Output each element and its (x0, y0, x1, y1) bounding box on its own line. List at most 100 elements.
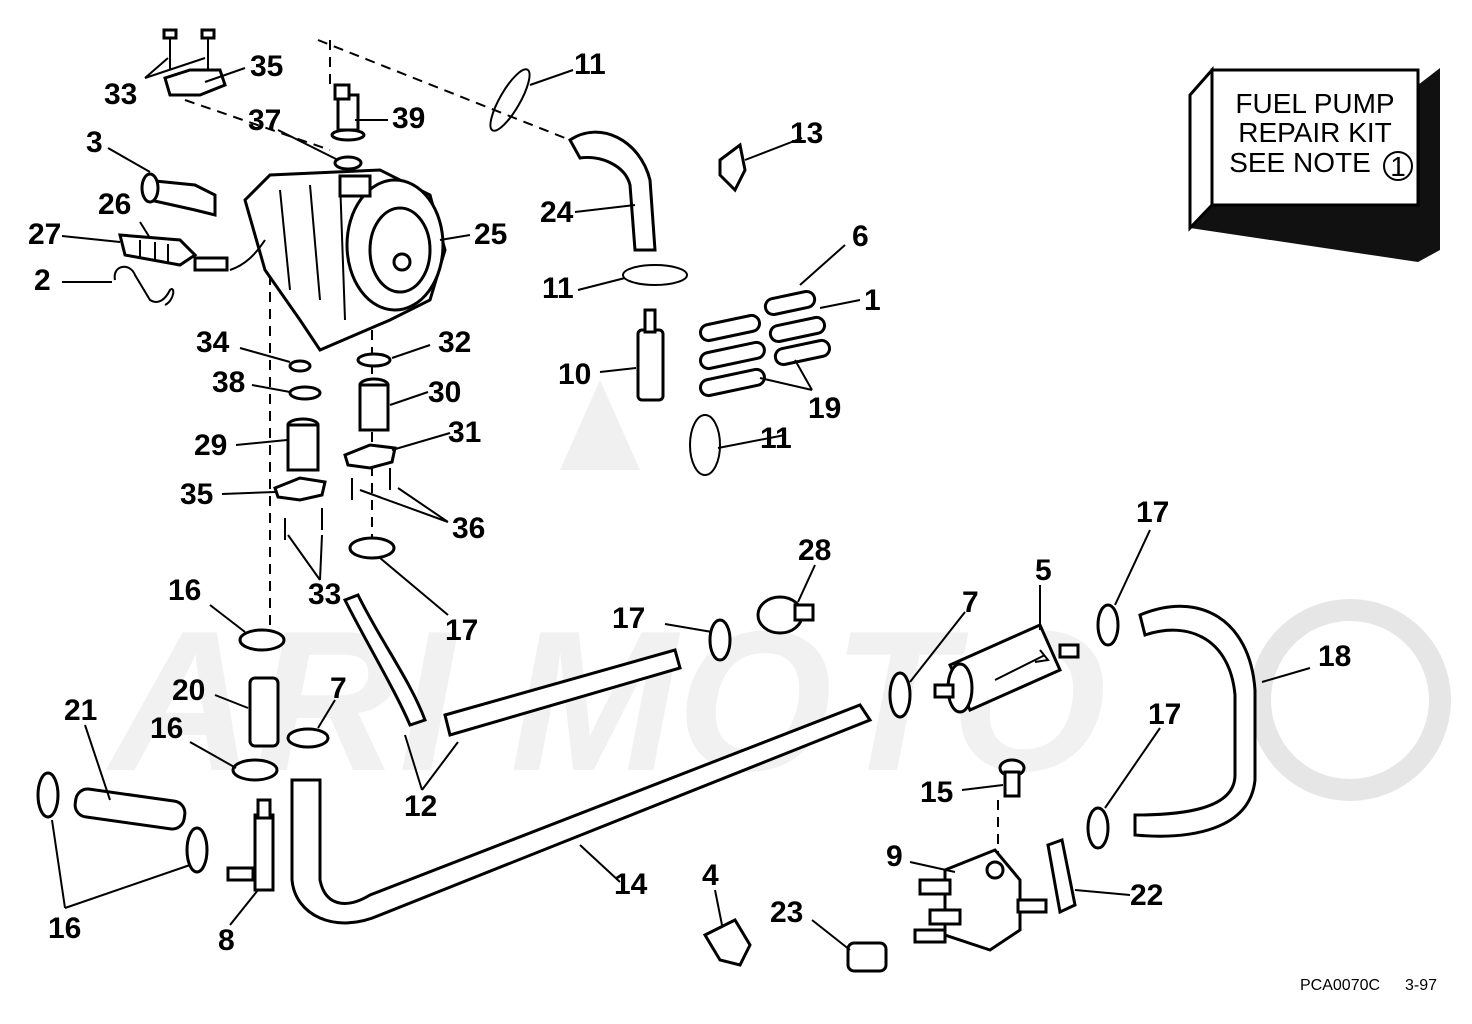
fuel-manifold-10 (636, 308, 665, 402)
fitting-39 (330, 83, 366, 142)
callout-16-bottom: 16 (48, 912, 81, 945)
clamp-17-top (348, 536, 396, 560)
screws-33-bottom (284, 508, 323, 540)
callout-18: 18 (1318, 640, 1351, 673)
o-ring-38 (288, 385, 322, 401)
clamp-17-middle (708, 618, 732, 662)
clip-2 (113, 265, 175, 306)
callout-32: 32 (438, 326, 471, 359)
note-number-circle (1383, 151, 1413, 181)
hose-14 (290, 703, 873, 925)
callout-11-bottom: 11 (760, 422, 792, 455)
fuel-pump-repair-kit-note-box: FUEL PUMP REPAIR KIT SEE NOTE 1 (1188, 60, 1440, 262)
callout-13: 13 (790, 117, 823, 150)
hose-12 (342, 593, 427, 727)
screws-36 (351, 468, 391, 500)
callout-21: 21 (64, 694, 97, 727)
callout-4: 4 (702, 859, 719, 892)
callout-33-top: 33 (104, 78, 137, 111)
callout-29: 29 (194, 429, 227, 462)
callout-17-right-bottom: 17 (1148, 698, 1181, 731)
clamp-17-right-bottom (1086, 806, 1110, 850)
note-line-1: FUEL PUMP (1235, 88, 1394, 119)
callout-19: 19 (808, 392, 841, 425)
callout-2: 2 (34, 264, 51, 297)
fitting-3 (140, 172, 217, 217)
note-line-2: REPAIR KIT (1238, 117, 1392, 148)
callout-33-bottom: 33 (308, 578, 341, 611)
callout-15: 15 (920, 776, 953, 809)
footer-code: PCA0070C (1300, 977, 1380, 994)
callout-1: 1 (864, 284, 881, 317)
callout-5: 5 (1035, 554, 1052, 587)
clamp-16-middle (231, 758, 279, 782)
leader-lines (51, 57, 1311, 951)
callout-26: 26 (98, 188, 131, 221)
callout-9: 9 (886, 840, 903, 873)
callout-10: 10 (558, 358, 591, 391)
clamp-7-right (888, 671, 912, 719)
gasket-35-top (163, 68, 227, 97)
fuel-pump-assembly (229, 168, 447, 352)
callout-22: 22 (1130, 879, 1163, 912)
callout-23: 23 (770, 896, 803, 929)
o-ring-32 (356, 352, 392, 368)
callout-28: 28 (798, 534, 831, 567)
callout-labels: 33 35 37 39 11 13 3 26 27 25 24 2 6 11 1… (28, 48, 1351, 957)
callout-30: 30 (428, 376, 461, 409)
hose-24 (568, 130, 657, 252)
fitting-26-27 (118, 233, 229, 272)
screw-15 (998, 758, 1026, 798)
cap-23 (846, 941, 888, 973)
callout-35-top: 35 (250, 50, 283, 83)
fitting-29 (286, 417, 320, 472)
gasket-35-bottom (273, 476, 327, 502)
callout-11-top: 11 (574, 48, 606, 81)
callout-24: 24 (540, 196, 574, 229)
callout-7-right: 7 (962, 586, 979, 619)
clamp-16-left (36, 771, 60, 819)
callout-20: 20 (172, 674, 205, 707)
callout-8: 8 (218, 924, 235, 957)
o-ring-37 (333, 155, 363, 171)
fitting-8 (226, 798, 275, 892)
fitting-30 (358, 377, 390, 432)
seal-34 (288, 359, 312, 373)
gasket-31 (343, 443, 397, 470)
note-number: 1 (1390, 151, 1406, 182)
hose-18 (1133, 604, 1257, 838)
callout-31: 31 (448, 416, 481, 449)
clamp-11-top (489, 68, 531, 132)
callout-36: 36 (452, 512, 485, 545)
fitting-28 (756, 595, 815, 635)
callout-27: 27 (28, 218, 61, 251)
clamp-4 (702, 918, 752, 967)
screws-33-top (162, 28, 216, 70)
clamp-16-right (185, 826, 209, 874)
callout-11-middle: 11 (542, 272, 574, 305)
clamp-11-bottom (689, 414, 721, 476)
callout-25: 25 (474, 218, 507, 251)
callout-38: 38 (212, 366, 245, 399)
callout-35-bottom: 35 (180, 478, 213, 511)
callout-37: 37 (248, 104, 281, 137)
clamp-7-left (286, 727, 330, 749)
callout-14: 14 (614, 868, 648, 901)
hose-12-b (443, 648, 682, 737)
callout-16-top: 16 (168, 574, 201, 607)
callout-17-right-top: 17 (1136, 496, 1169, 529)
fitting-20 (248, 676, 280, 748)
fuel-valve-9 (913, 848, 1048, 952)
footer-date: 3-97 (1405, 977, 1437, 994)
note-line-3: SEE NOTE (1229, 147, 1371, 178)
callout-17-pump: 17 (445, 614, 478, 647)
clip-13 (718, 142, 747, 193)
callout-3: 3 (86, 126, 103, 159)
callout-39: 39 (392, 102, 425, 135)
callout-7-left: 7 (330, 672, 347, 705)
callout-17-middle: 17 (612, 602, 645, 635)
hose-21 (73, 787, 187, 831)
clamp-17-right-top (1096, 603, 1120, 647)
bracket-22 (1046, 838, 1077, 915)
